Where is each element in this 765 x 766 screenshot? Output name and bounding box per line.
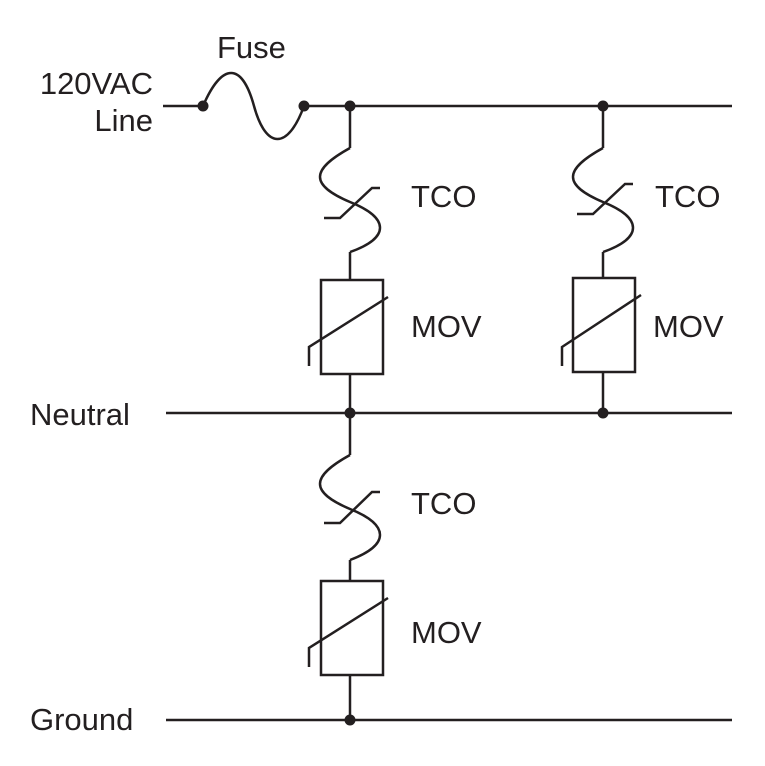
neutral-label: Neutral — [30, 397, 130, 432]
mov-varistor-mark — [560, 293, 642, 366]
tco-label-line-neutral-2: TCO — [655, 179, 720, 214]
line-voltage-label: 120VAC — [40, 66, 153, 101]
mov-varistor-mark — [307, 596, 389, 667]
line-bus — [163, 72, 732, 140]
mov-varistor-mark — [307, 295, 389, 366]
branch-neutral-ground — [307, 413, 389, 720]
fuse-terminal-right — [298, 100, 310, 112]
tco-label-neutral-ground: TCO — [411, 486, 476, 521]
branch-line-neutral-2 — [560, 106, 642, 413]
fuse-terminal-left — [197, 100, 209, 112]
ground-bus — [166, 714, 732, 726]
mov-label-line-neutral-1: MOV — [411, 309, 482, 344]
tco-thermal-mark — [324, 186, 380, 220]
tco-label-line-neutral-1: TCO — [411, 179, 476, 214]
ground-label: Ground — [30, 702, 133, 737]
mov-symbol — [571, 276, 637, 374]
line-label: Line — [94, 103, 153, 138]
fuse-symbol — [201, 72, 306, 140]
tco-symbol — [318, 146, 382, 254]
tco-symbol — [318, 453, 382, 562]
fuse-label: Fuse — [217, 30, 286, 65]
mov-label-line-neutral-2: MOV — [653, 309, 724, 344]
tco-symbol — [571, 146, 635, 254]
tco-thermal-mark — [324, 490, 380, 525]
branch-line-neutral-1 — [307, 106, 389, 413]
neutral-bus — [166, 407, 732, 419]
mov-label-neutral-ground: MOV — [411, 615, 482, 650]
tco-thermal-mark — [577, 182, 633, 216]
mov-symbol — [319, 579, 385, 677]
mov-symbol — [319, 278, 385, 376]
